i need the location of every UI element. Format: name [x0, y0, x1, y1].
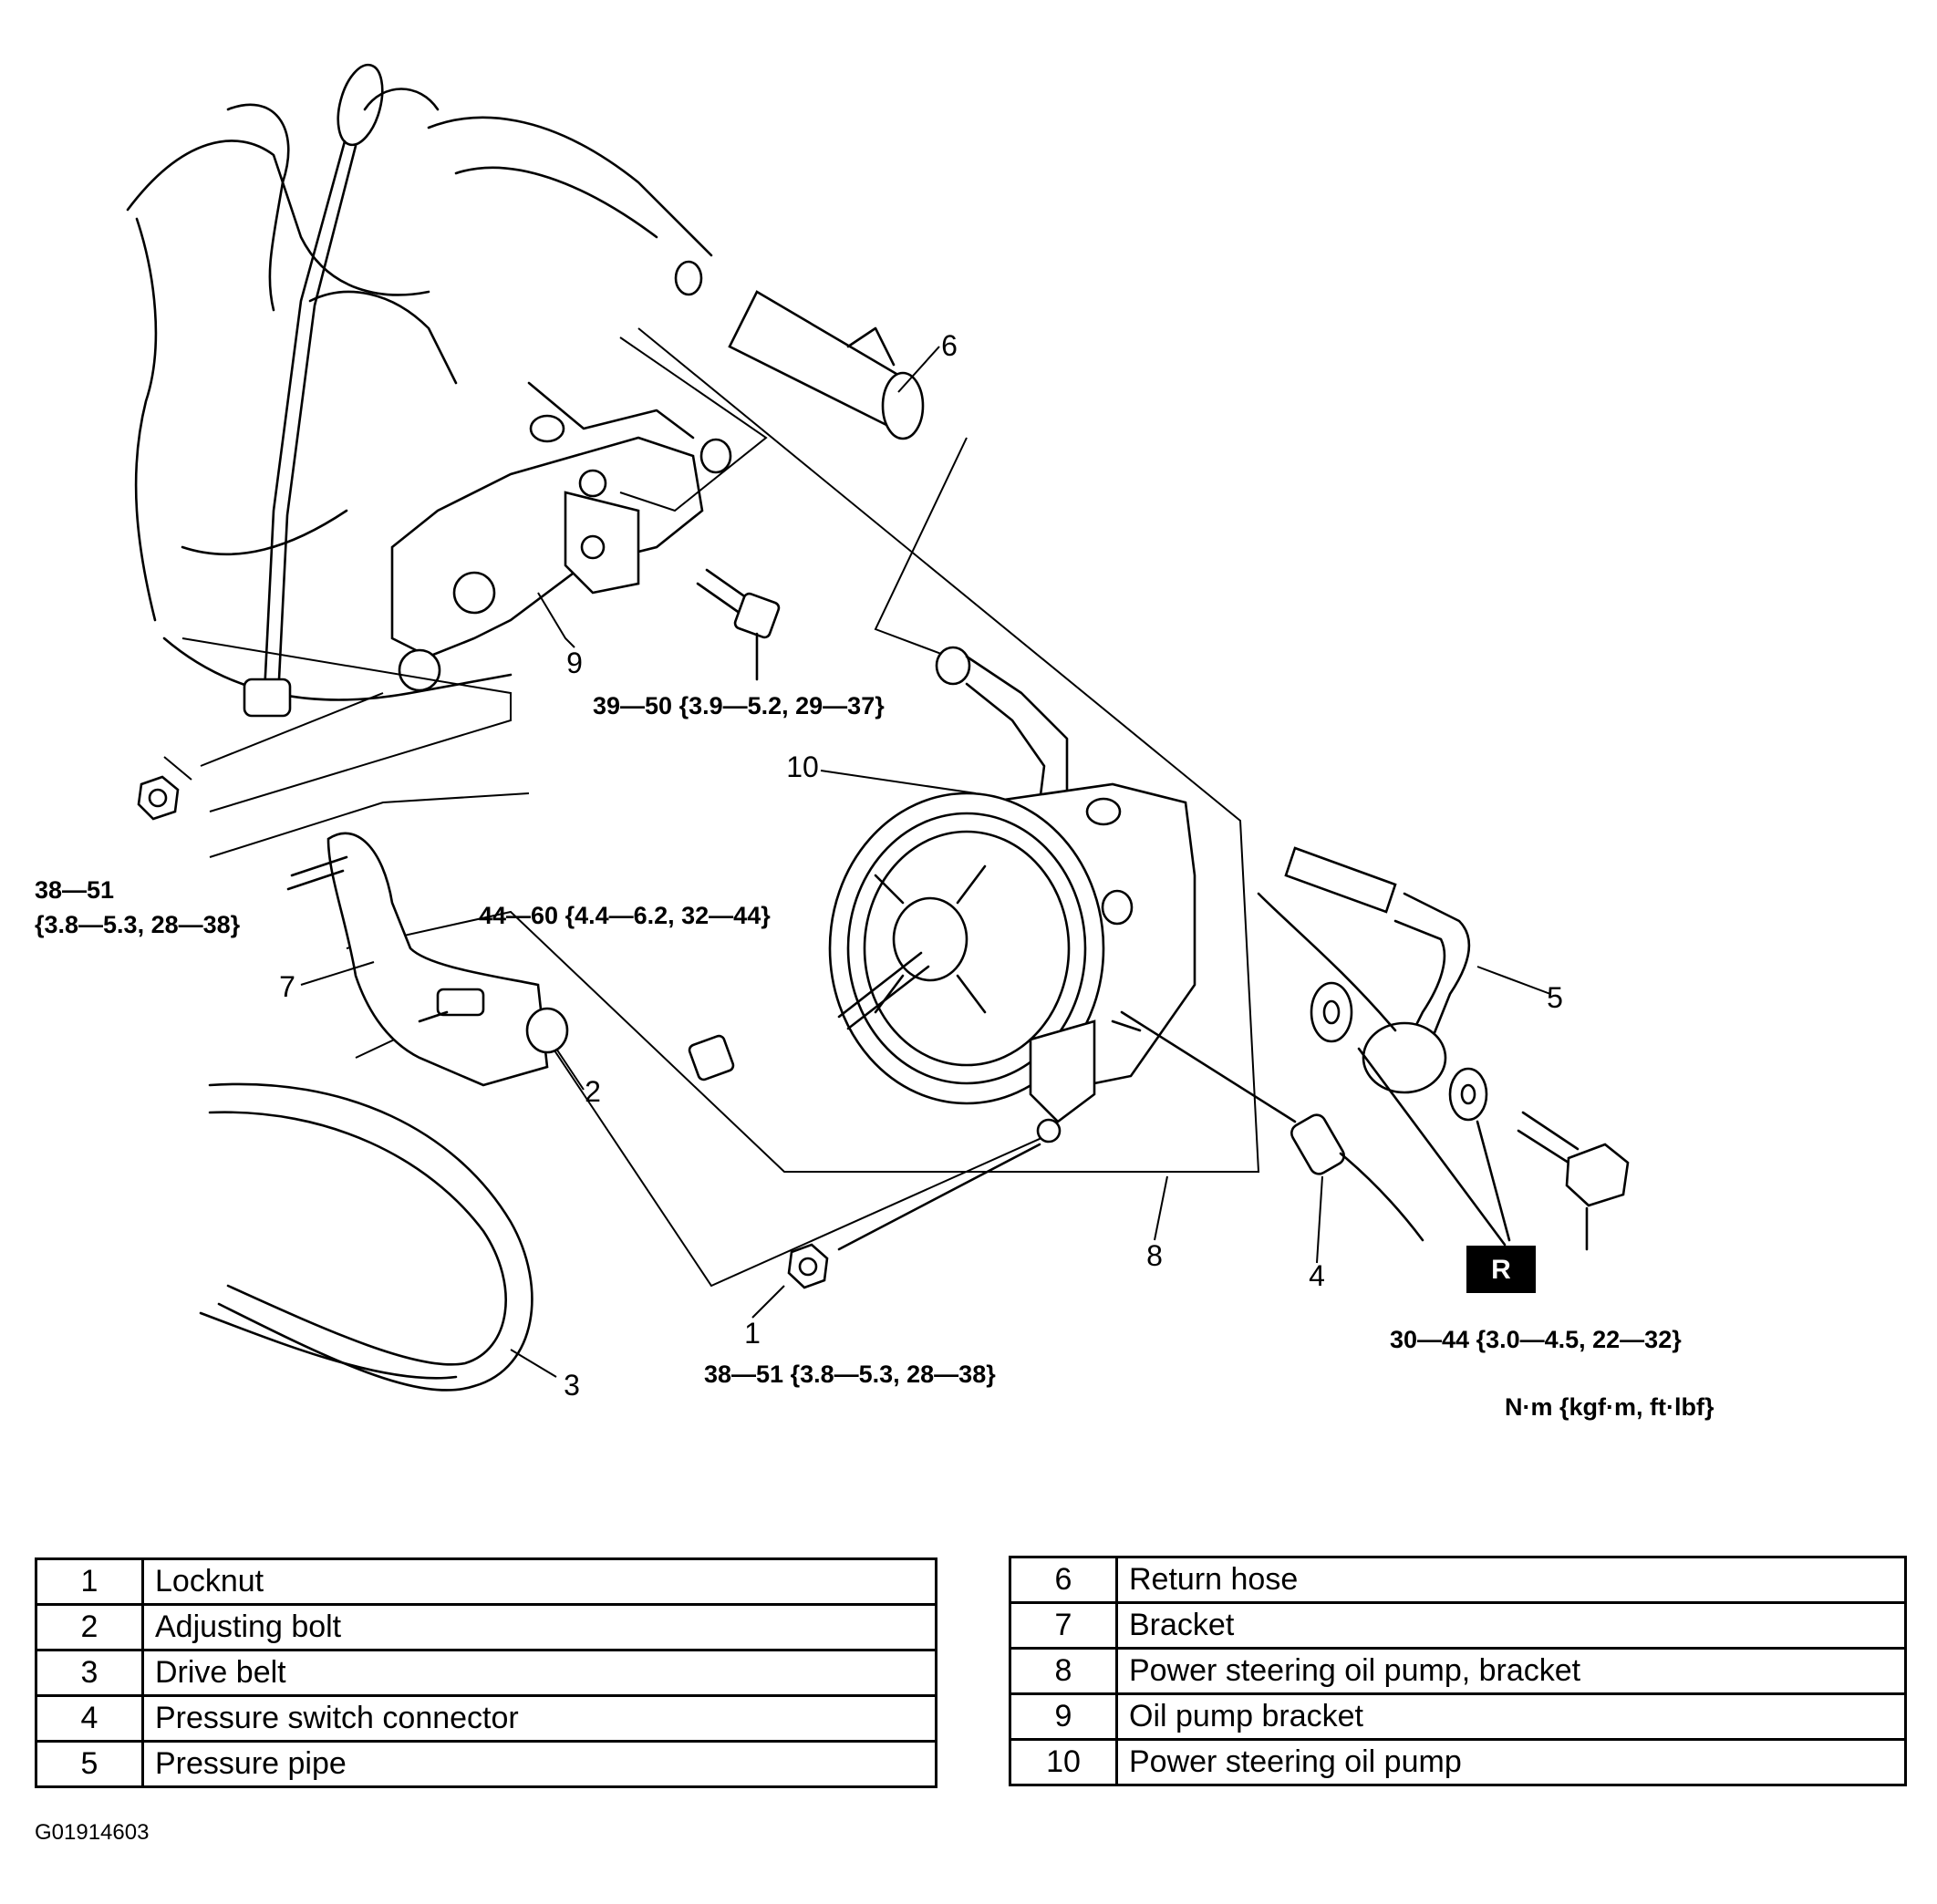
part-name: Oil pump bracket [1115, 1692, 1907, 1741]
left-nut [137, 775, 180, 821]
oil-pump-bracket [390, 381, 732, 692]
torque-pump-bolt: 44—60 {4.4—6.2, 32—44} [479, 902, 771, 929]
part-name: Power steering oil pump [1115, 1738, 1907, 1786]
torque-left-nut-value: 38—51 [35, 876, 114, 904]
figure-code: G01914603 [35, 1820, 150, 1845]
bracket-7 [286, 832, 569, 1087]
part-number: 4 [35, 1694, 144, 1743]
callouts: 1 2 3 4 5 6 7 8 9 10 [279, 329, 1563, 1402]
part-name: Power steering oil pump, bracket [1115, 1647, 1907, 1695]
part-name: Pressure pipe [141, 1740, 937, 1788]
torque-specs: 39—50 {3.9—5.2, 29—37} 38—51 {3.8—5.3, 2… [35, 692, 1714, 1421]
callout-8: 8 [1146, 1239, 1163, 1272]
callout-9: 9 [566, 647, 583, 679]
part-number: 3 [35, 1649, 144, 1697]
part-number: 7 [1009, 1601, 1118, 1650]
return-hose [728, 290, 925, 440]
engine-block-outline [126, 88, 713, 701]
locknut [787, 1143, 1041, 1289]
part-name: Pressure switch connector [141, 1694, 937, 1743]
part-number: 5 [35, 1740, 144, 1788]
part-number: 6 [1009, 1556, 1118, 1604]
callout-10: 10 [786, 750, 819, 783]
drive-belt [199, 1082, 533, 1392]
bracket-bolt [696, 568, 781, 681]
torque-bracket-bolt: 39—50 {3.9—5.2, 29—37} [593, 692, 885, 719]
part-number: 10 [1009, 1738, 1118, 1786]
replace-marker: R [1466, 1246, 1536, 1293]
torque-locknut: 38—51 {3.8—5.3, 28—38} [704, 1361, 996, 1388]
part-number: 8 [1009, 1647, 1118, 1695]
callout-7: 7 [279, 970, 295, 1003]
part-number: 9 [1009, 1692, 1118, 1741]
units-label: N·m {kgf·m, ft·lbf} [1505, 1393, 1714, 1421]
svg-text:R: R [1491, 1255, 1511, 1285]
callout-leaders [300, 346, 1551, 1378]
part-name: Adjusting bolt [141, 1603, 937, 1651]
dipstick [243, 63, 384, 718]
callout-6: 6 [941, 329, 958, 362]
torque-left-nut-detail: {3.8—5.3, 28—38} [35, 911, 241, 938]
pump-inlet-pipe [935, 646, 1069, 804]
torque-banjo-bolt: 30—44 {3.0—4.5, 22—32} [1390, 1326, 1682, 1353]
callout-4: 4 [1309, 1259, 1325, 1292]
part-name: Drive belt [141, 1649, 937, 1697]
pump-bolt [688, 951, 930, 1081]
callout-1: 1 [744, 1317, 761, 1350]
exploded-diagram: R 1 2 3 4 5 6 7 8 9 10 39—50 {3.9—5.2, 2… [35, 63, 1714, 1421]
part-name: Bracket [1115, 1601, 1907, 1650]
power-steering-pump [828, 782, 1196, 1143]
pressure-pipe [1257, 846, 1630, 1251]
pressure-switch-connector [1111, 1010, 1424, 1242]
part-number: 1 [35, 1557, 144, 1606]
part-number: 2 [35, 1603, 144, 1651]
part-name: Locknut [141, 1557, 937, 1606]
callout-5: 5 [1547, 981, 1563, 1014]
part-name: Return hose [1115, 1556, 1907, 1604]
callout-2: 2 [585, 1075, 601, 1108]
callout-3: 3 [564, 1369, 580, 1402]
